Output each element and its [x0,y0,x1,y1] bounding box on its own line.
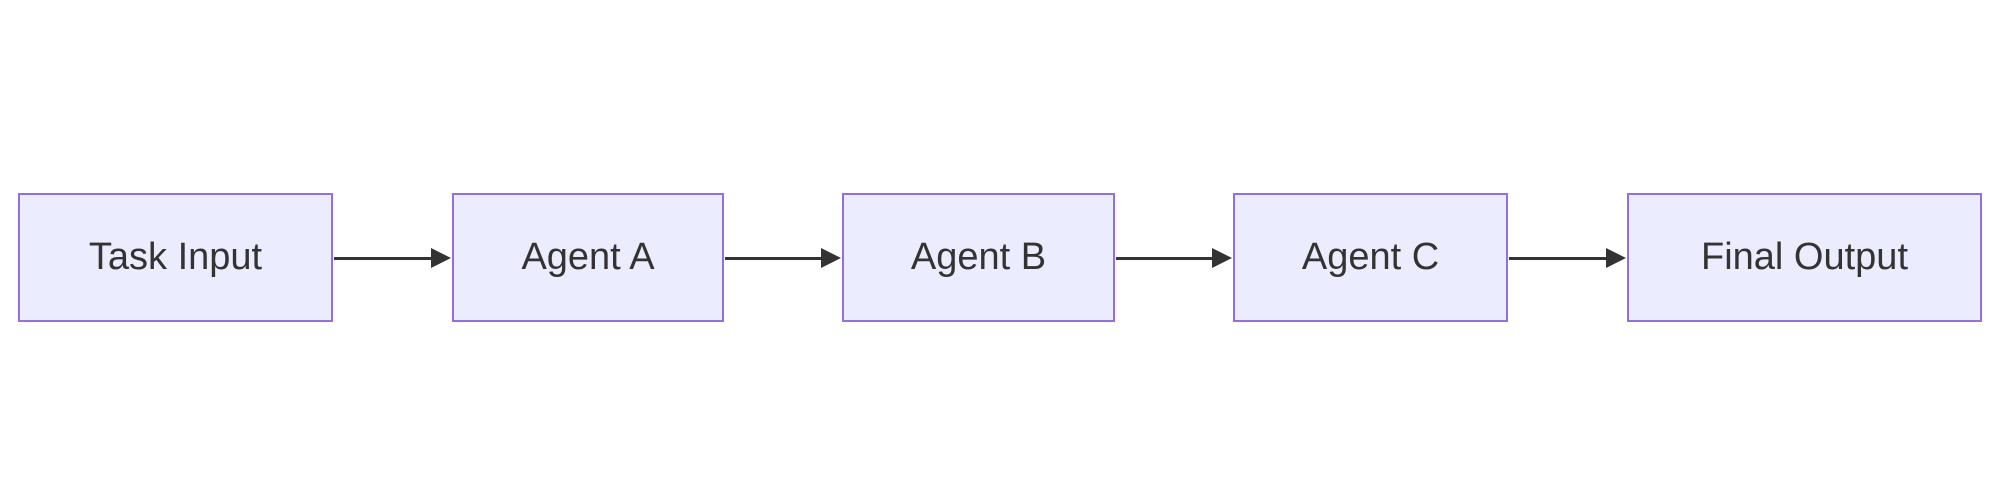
arrow-line [334,256,431,260]
arrow-agent-a-to-agent-b [725,248,841,268]
arrow-line [1509,256,1606,260]
arrowhead-icon [1606,248,1626,268]
arrow-agent-b-to-agent-c [1116,248,1232,268]
node-agent-c-label: Agent C [1301,236,1440,278]
node-agent-a: Agent A [452,193,724,322]
arrow-agent-c-to-final-output [1509,248,1626,268]
node-agent-a-label: Agent A [521,236,655,278]
arrowhead-icon [821,248,841,268]
node-task-input-label: Task Input [88,236,263,278]
node-task-input: Task Input [18,193,333,322]
node-agent-c: Agent C [1233,193,1508,322]
arrowhead-icon [431,248,451,268]
node-agent-b: Agent B [842,193,1115,322]
arrow-line [725,256,821,260]
arrow-line [1116,256,1212,260]
arrowhead-icon [1212,248,1232,268]
node-final-output-label: Final Output [1701,236,1908,278]
node-final-output: Final Output [1627,193,1982,322]
arrow-task-input-to-agent-a [334,248,451,268]
node-agent-b-label: Agent B [910,236,1047,278]
